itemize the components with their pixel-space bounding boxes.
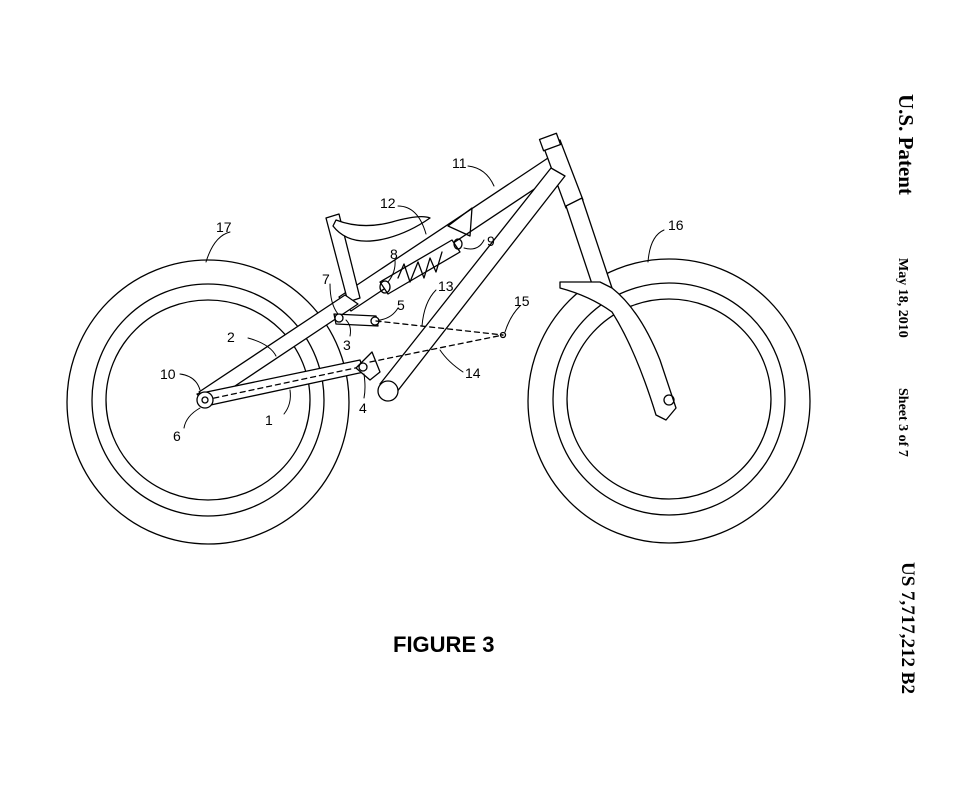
label-4: 4 xyxy=(359,400,367,416)
rear-wheel xyxy=(66,259,350,545)
label-9: 9 xyxy=(487,233,495,249)
front-wheel xyxy=(527,258,811,544)
bottom-bracket xyxy=(377,380,399,402)
reference-labels: 17 16 11 12 9 8 7 5 13 15 3 2 14 10 4 1 … xyxy=(160,155,684,444)
label-12: 12 xyxy=(380,195,396,211)
chainstay-centerline xyxy=(204,366,361,401)
label-3: 3 xyxy=(343,337,351,353)
instant-center-line-lower xyxy=(369,334,504,363)
sheet-number: Sheet 3 of 7 xyxy=(895,388,910,457)
label-6: 6 xyxy=(173,428,181,444)
label-7: 7 xyxy=(322,271,330,287)
lower-link xyxy=(355,351,381,381)
stem xyxy=(538,132,562,152)
leader-lines xyxy=(179,165,665,429)
shock-spring xyxy=(397,251,443,283)
label-15: 15 xyxy=(514,293,530,309)
label-17: 17 xyxy=(216,219,232,235)
rear-axle xyxy=(196,391,214,409)
seat-tube xyxy=(325,213,361,303)
label-16: 16 xyxy=(668,217,684,233)
label-8: 8 xyxy=(390,246,398,262)
patent-number: US 7,717,212 B2 xyxy=(897,562,918,694)
fork-lower xyxy=(559,281,677,421)
gusset xyxy=(447,207,473,237)
label-13: 13 xyxy=(438,278,454,294)
fork-upper xyxy=(565,197,613,297)
patent-date: May 18, 2010 xyxy=(895,258,910,338)
instant-center-15 xyxy=(499,331,507,339)
label-2: 2 xyxy=(227,329,235,345)
front-axle xyxy=(663,394,675,406)
figure-caption: FIGURE 3 xyxy=(393,632,495,657)
label-1: 1 xyxy=(265,412,273,428)
instant-center-line-upper xyxy=(375,320,504,336)
label-11: 11 xyxy=(452,155,467,171)
label-14: 14 xyxy=(465,365,481,381)
label-5: 5 xyxy=(397,297,405,313)
label-10: 10 xyxy=(160,366,176,382)
saddle xyxy=(332,216,431,242)
patent-header: U.S. Patent xyxy=(894,94,918,195)
